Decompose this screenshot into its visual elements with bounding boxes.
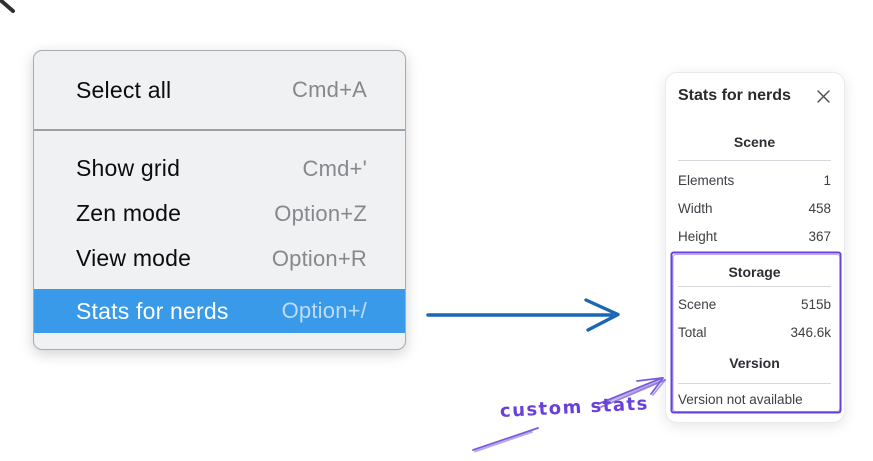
menu-divider: [34, 129, 405, 131]
stat-row-total-size: Total 346.6k: [678, 318, 831, 346]
menu-item-select-all[interactable]: Select all Cmd+A: [34, 69, 405, 111]
menu-shortcut: Option+R: [271, 245, 367, 271]
stat-label: Elements: [678, 172, 735, 188]
stat-row-width: Width 458: [678, 194, 831, 222]
section-title-scene: Scene: [733, 134, 776, 150]
menu-item-view-mode[interactable]: View mode Option+R: [34, 236, 405, 281]
stats-panel-title: Stats for nerds: [678, 87, 791, 104]
context-menu: Select all Cmd+A Show grid Cmd+' Zen mod…: [33, 50, 406, 350]
menu-item-label: Zen mode: [76, 200, 182, 226]
close-icon: [816, 89, 830, 103]
stat-label: Total: [678, 324, 707, 340]
custom-stats-underline: [472, 427, 539, 453]
stats-panel-header: Stats for nerds: [678, 85, 831, 107]
stat-label: Width: [678, 200, 713, 216]
stat-label: Height: [678, 228, 718, 244]
storage-stat-rows: Scene 515b Total 346.6k: [678, 290, 831, 346]
menu-item-label: Select all: [76, 76, 172, 103]
section-divider: [678, 383, 831, 384]
custom-stats-label: custom stats: [499, 393, 650, 422]
close-button[interactable]: [815, 88, 831, 104]
stat-value: 1: [823, 172, 831, 188]
menu-shortcut: Cmd+': [302, 155, 367, 181]
stat-value: 367: [808, 228, 831, 244]
stats-panel: Stats for nerds Scene Elements 1 Width 4…: [665, 72, 845, 423]
menu-item-zen-mode[interactable]: Zen mode Option+Z: [34, 191, 405, 236]
menu-group-top: Select all Cmd+A: [34, 51, 405, 129]
stat-row-scene-size: Scene 515b: [678, 290, 831, 318]
stat-label: Scene: [678, 296, 717, 312]
menu-item-stats-for-nerds[interactable]: Stats for nerds Option+/: [34, 289, 405, 333]
menu-item-label: View mode: [76, 245, 192, 271]
menu-shortcut: Cmd+A: [292, 77, 367, 102]
section-title-storage: Storage: [728, 264, 781, 280]
section-divider: [678, 286, 831, 287]
stat-row-elements: Elements 1: [678, 166, 831, 194]
stat-value: 346.6k: [790, 324, 831, 340]
menu-item-label: Stats for nerds: [76, 297, 229, 324]
menu-shortcut: Option+Z: [274, 200, 367, 226]
stat-value: 515b: [800, 296, 831, 312]
stat-value: 458: [808, 200, 831, 216]
menu-group-bottom: Show grid Cmd+' Zen mode Option+Z View m…: [34, 131, 405, 349]
section-divider: [678, 160, 831, 161]
section-title-version: Version: [729, 355, 780, 371]
version-note: Version not available: [678, 392, 803, 407]
stat-row-height: Height 367: [678, 222, 831, 250]
menu-shortcut: Option+/: [281, 298, 367, 323]
menu-item-show-grid[interactable]: Show grid Cmd+': [34, 146, 405, 191]
scene-stat-rows: Elements 1 Width 458 Height 367: [678, 166, 831, 250]
menu-item-label: Show grid: [76, 155, 181, 181]
